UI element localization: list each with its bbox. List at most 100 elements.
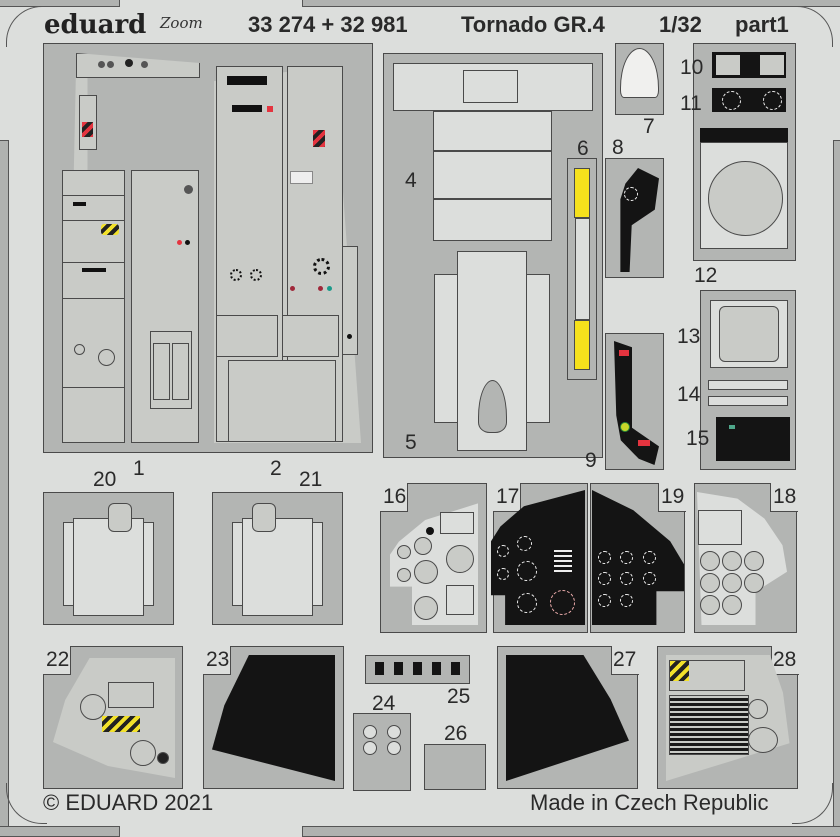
part-2-screen xyxy=(290,171,313,184)
origin-notice: Made in Czech Republic xyxy=(530,790,769,815)
part-19-gauge xyxy=(598,572,611,585)
part-4-section xyxy=(433,199,552,241)
part-17-gauge xyxy=(497,568,509,580)
fret-corner-top-left xyxy=(6,6,47,47)
label-part-19: 19 xyxy=(661,485,685,508)
part-1-display xyxy=(82,268,106,272)
label-part-16: 16 xyxy=(383,485,407,508)
part-16-gauge xyxy=(414,596,438,620)
part-18-gauge xyxy=(722,573,742,593)
part-21-seat-top xyxy=(252,503,276,532)
part-2-bottom-box xyxy=(228,360,336,442)
part-23-label-tab xyxy=(203,646,231,675)
label-part-6: 6 xyxy=(577,137,589,160)
part-10-gauge-left xyxy=(716,55,740,75)
part-2-dial xyxy=(250,269,262,281)
label-part-7: 7 xyxy=(643,115,655,138)
part-22-label-tab xyxy=(43,646,71,675)
label-part-23: 23 xyxy=(206,648,230,671)
part-14-strip xyxy=(708,396,788,406)
part-20-seat-top xyxy=(108,503,132,532)
warning-stripe-red xyxy=(82,122,93,137)
part-1-top-bracket-knob xyxy=(125,59,133,67)
part-19-gauge xyxy=(620,551,633,564)
label-part-21: 21 xyxy=(299,468,323,491)
part-25-switch xyxy=(394,662,403,675)
part-6-yellow-bracket xyxy=(574,168,590,218)
part-24-handle xyxy=(363,741,377,755)
part-1-divider xyxy=(62,298,125,299)
part-2-lower-box xyxy=(282,315,339,357)
part-18-gauge xyxy=(744,573,764,593)
part-17-label-tab xyxy=(493,483,521,512)
part-17-gauge xyxy=(497,545,509,557)
part-10-gauge-right xyxy=(760,55,784,75)
scale-label: 1/32 xyxy=(659,12,702,37)
part-28-round xyxy=(748,699,768,719)
part-25-switch xyxy=(432,662,441,675)
label-part-24: 24 xyxy=(372,692,396,715)
red-indicator xyxy=(267,106,273,112)
warning-stripe-yellow xyxy=(101,224,119,235)
part-6-middle xyxy=(575,218,590,320)
part-1-round-cutout xyxy=(98,349,115,366)
part-28-vent-grille xyxy=(669,695,749,755)
part-25-switch xyxy=(375,662,384,675)
part-16-knob xyxy=(426,527,434,535)
part-1-divider xyxy=(62,387,125,388)
part-label: part1 xyxy=(735,12,789,37)
label-part-10: 10 xyxy=(680,56,704,79)
part-12-header xyxy=(700,128,788,142)
part-2-side-strip xyxy=(342,246,358,355)
part-1-indicator xyxy=(185,240,190,245)
part-16-gauge xyxy=(446,545,474,573)
fret-frame-top-left xyxy=(0,0,120,7)
part-17-gauge xyxy=(517,593,537,613)
label-part-4: 4 xyxy=(405,169,417,192)
label-part-13: 13 xyxy=(677,325,701,348)
part-18-display xyxy=(698,510,742,545)
part-16-gauge xyxy=(414,537,432,555)
part-1-knob xyxy=(141,61,148,68)
label-part-26: 26 xyxy=(444,722,468,745)
part-2-display xyxy=(232,105,262,112)
part-25-switch xyxy=(413,662,422,675)
red-indicator xyxy=(177,240,182,245)
label-part-17: 17 xyxy=(496,485,520,508)
part-24-handle xyxy=(363,725,377,739)
fret-corner-bottom-left xyxy=(6,783,47,824)
part-1-knob xyxy=(184,185,193,194)
part-2-dial xyxy=(313,258,330,275)
label-part-8: 8 xyxy=(612,136,624,159)
green-indicator xyxy=(620,422,630,432)
part-17-attitude-ladder xyxy=(554,550,572,575)
warning-stripe-yellow xyxy=(102,716,140,732)
part-24-frame xyxy=(353,713,411,791)
part-4-section xyxy=(433,111,552,151)
part-22-knob xyxy=(157,752,169,764)
set-numbers: 33 274 + 32 981 xyxy=(248,12,408,37)
brand-zoom-logo: Zoom xyxy=(160,14,203,32)
model-name: Tornado GR.4 xyxy=(461,12,605,37)
teal-indicator xyxy=(327,286,332,291)
part-1-left-column xyxy=(62,170,125,443)
red-indicator xyxy=(290,286,295,291)
part-16-gauge xyxy=(414,560,438,584)
part-2-indicator xyxy=(347,334,352,339)
part-4-section xyxy=(433,151,552,199)
part-24-handle xyxy=(387,725,401,739)
part-27-label-tab xyxy=(611,646,639,675)
part-8-gauge xyxy=(624,187,638,201)
part-26-frame xyxy=(424,744,486,790)
part-1-knob xyxy=(98,61,105,68)
part-22-round xyxy=(80,694,106,720)
part-22-gauge xyxy=(130,740,156,766)
part-1-divider xyxy=(62,262,125,263)
part-2-dial xyxy=(230,269,242,281)
fret-corner-top-right xyxy=(792,6,833,47)
label-part-27: 27 xyxy=(613,648,637,671)
fret-frame-left xyxy=(0,140,9,832)
part-21-seat-body xyxy=(242,518,313,616)
brand-logo: eduard xyxy=(44,10,147,40)
part-6-yellow-bracket xyxy=(574,320,590,370)
